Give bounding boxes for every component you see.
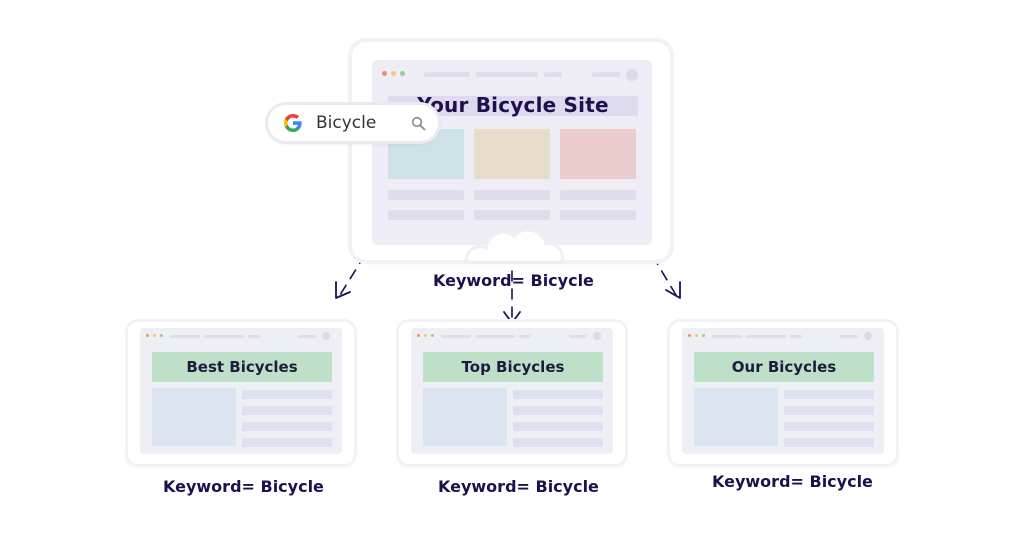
close-dot-icon (417, 334, 420, 337)
nav-placeholder (544, 72, 562, 77)
avatar-icon (864, 332, 872, 340)
page-card-top: Top Bicycles (399, 322, 625, 464)
page-card-best: Best Bicycles (128, 322, 354, 464)
text-line-placeholder (242, 390, 332, 399)
nav-placeholder (592, 72, 620, 77)
text-line-placeholder (242, 406, 332, 415)
page-keyword-label: Keyword= Bicycle (438, 477, 599, 496)
arrow-right-head (665, 281, 681, 299)
maximize-dot-icon (160, 334, 163, 337)
maximize-dot-icon (400, 71, 405, 76)
search-query: Bicycle (316, 113, 377, 133)
page-keyword-label: Keyword= Bicycle (712, 472, 873, 491)
window-controls (146, 334, 163, 337)
minimize-dot-icon (695, 334, 698, 337)
close-dot-icon (146, 334, 149, 337)
nav-placeholder (441, 335, 471, 338)
content-tile (474, 129, 550, 179)
nav-placeholder (519, 335, 531, 338)
page-heading: Our Bicycles (694, 352, 874, 382)
text-line-placeholder (784, 390, 874, 399)
text-line-placeholder (784, 438, 874, 447)
minimize-dot-icon (424, 334, 427, 337)
nav-placeholder (424, 72, 470, 77)
magnifier-icon[interactable] (411, 116, 426, 131)
image-placeholder (423, 388, 507, 446)
text-line-placeholder (784, 406, 874, 415)
text-line-placeholder (513, 406, 603, 415)
page-heading: Best Bicycles (152, 352, 332, 382)
site-title: Your Bicycle Site (417, 93, 609, 117)
close-dot-icon (382, 71, 387, 76)
text-line-placeholder (474, 190, 550, 200)
text-line-placeholder (513, 390, 603, 399)
nav-placeholder (170, 335, 200, 338)
maximize-dot-icon (431, 334, 434, 337)
window-controls (382, 71, 405, 76)
nav-placeholder (569, 335, 587, 338)
avatar-icon (322, 332, 330, 340)
main-keyword-label: Keyword= Bicycle (433, 271, 594, 290)
maximize-dot-icon (702, 334, 705, 337)
text-line-placeholder (560, 190, 636, 200)
image-placeholder (694, 388, 778, 446)
text-line-placeholder (242, 438, 332, 447)
page-screen: Best Bicycles (140, 328, 342, 454)
text-line-placeholder (388, 190, 464, 200)
site-title-bar (388, 96, 638, 116)
text-line-placeholder (474, 210, 550, 220)
nav-placeholder (712, 335, 742, 338)
nav-placeholder (746, 335, 786, 338)
arrow-left-head (335, 281, 351, 299)
text-line-placeholder (560, 210, 636, 220)
minimize-dot-icon (391, 71, 396, 76)
cloud-icon (464, 228, 564, 264)
nav-placeholder (840, 335, 858, 338)
text-line-placeholder (784, 422, 874, 431)
nav-placeholder (204, 335, 244, 338)
page-screen: Top Bicycles (411, 328, 613, 454)
image-placeholder (152, 388, 236, 446)
page-heading: Top Bicycles (423, 352, 603, 382)
page-screen: Our Bicycles (682, 328, 884, 454)
content-tile (560, 129, 636, 179)
avatar-icon (593, 332, 601, 340)
avatar-icon (626, 69, 638, 81)
text-line-placeholder (242, 422, 332, 431)
search-bar[interactable]: Bicycle (268, 105, 438, 141)
nav-placeholder (248, 335, 260, 338)
text-line-placeholder (388, 210, 464, 220)
nav-placeholder (476, 72, 538, 77)
window-controls (688, 334, 705, 337)
minimize-dot-icon (153, 334, 156, 337)
text-line-placeholder (513, 422, 603, 431)
nav-placeholder (475, 335, 515, 338)
nav-placeholder (790, 335, 802, 338)
close-dot-icon (688, 334, 691, 337)
text-line-placeholder (513, 438, 603, 447)
google-g-icon (284, 114, 302, 132)
page-keyword-label: Keyword= Bicycle (163, 477, 324, 496)
window-controls (417, 334, 434, 337)
nav-placeholder (298, 335, 316, 338)
page-card-our: Our Bicycles (670, 322, 896, 464)
